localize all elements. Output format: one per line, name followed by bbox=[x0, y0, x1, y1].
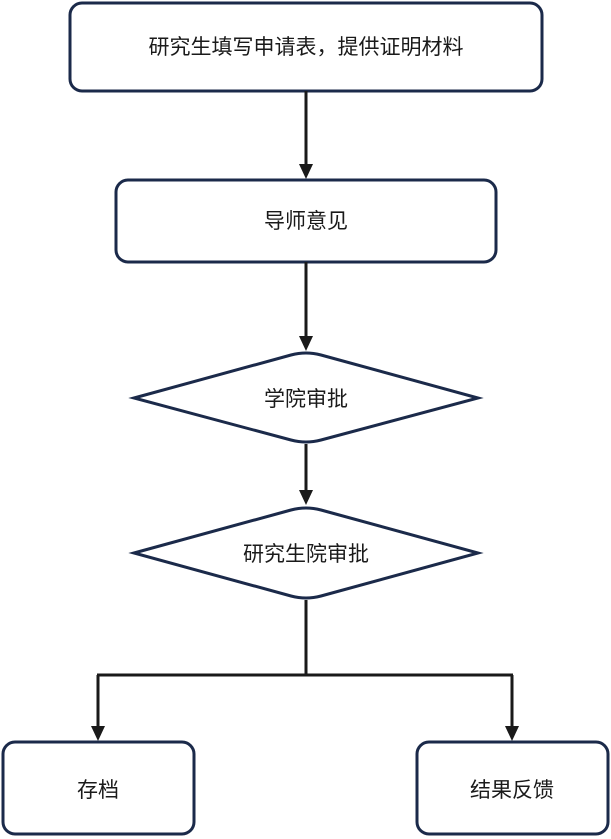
node-college-approval: 学院审批 bbox=[128, 351, 484, 444]
arrowhead-archive bbox=[91, 726, 105, 741]
node-graduate-school-approval-diamond bbox=[128, 506, 484, 600]
node-college-approval-diamond bbox=[128, 351, 484, 444]
arrow-submit-to-advisor bbox=[299, 91, 313, 179]
node-graduate-school-approval-label: 研究生院审批 bbox=[243, 542, 369, 566]
node-advisor-opinion: 导师意见 bbox=[114, 178, 498, 264]
arrowhead-feedback bbox=[505, 726, 519, 741]
branch-connectors bbox=[91, 600, 519, 741]
arrow-college-to-graduate-school bbox=[299, 444, 313, 505]
node-submit-application: 研究生填写申请表，提供证明材料 bbox=[68, 1, 544, 93]
node-result-feedback: 结果反馈 bbox=[415, 740, 610, 836]
node-result-feedback-label: 结果反馈 bbox=[470, 778, 554, 802]
node-college-approval-label: 学院审批 bbox=[264, 387, 348, 411]
node-archive-label: 存档 bbox=[77, 778, 119, 802]
node-archive: 存档 bbox=[1, 740, 196, 836]
node-submit-application-label: 研究生填写申请表，提供证明材料 bbox=[149, 35, 464, 59]
node-graduate-school-approval: 研究生院审批 bbox=[128, 506, 484, 600]
node-archive-box bbox=[1, 740, 196, 836]
node-advisor-opinion-label: 导师意见 bbox=[264, 209, 348, 233]
node-result-feedback-box bbox=[415, 740, 610, 836]
arrow-advisor-to-college bbox=[299, 262, 313, 351]
